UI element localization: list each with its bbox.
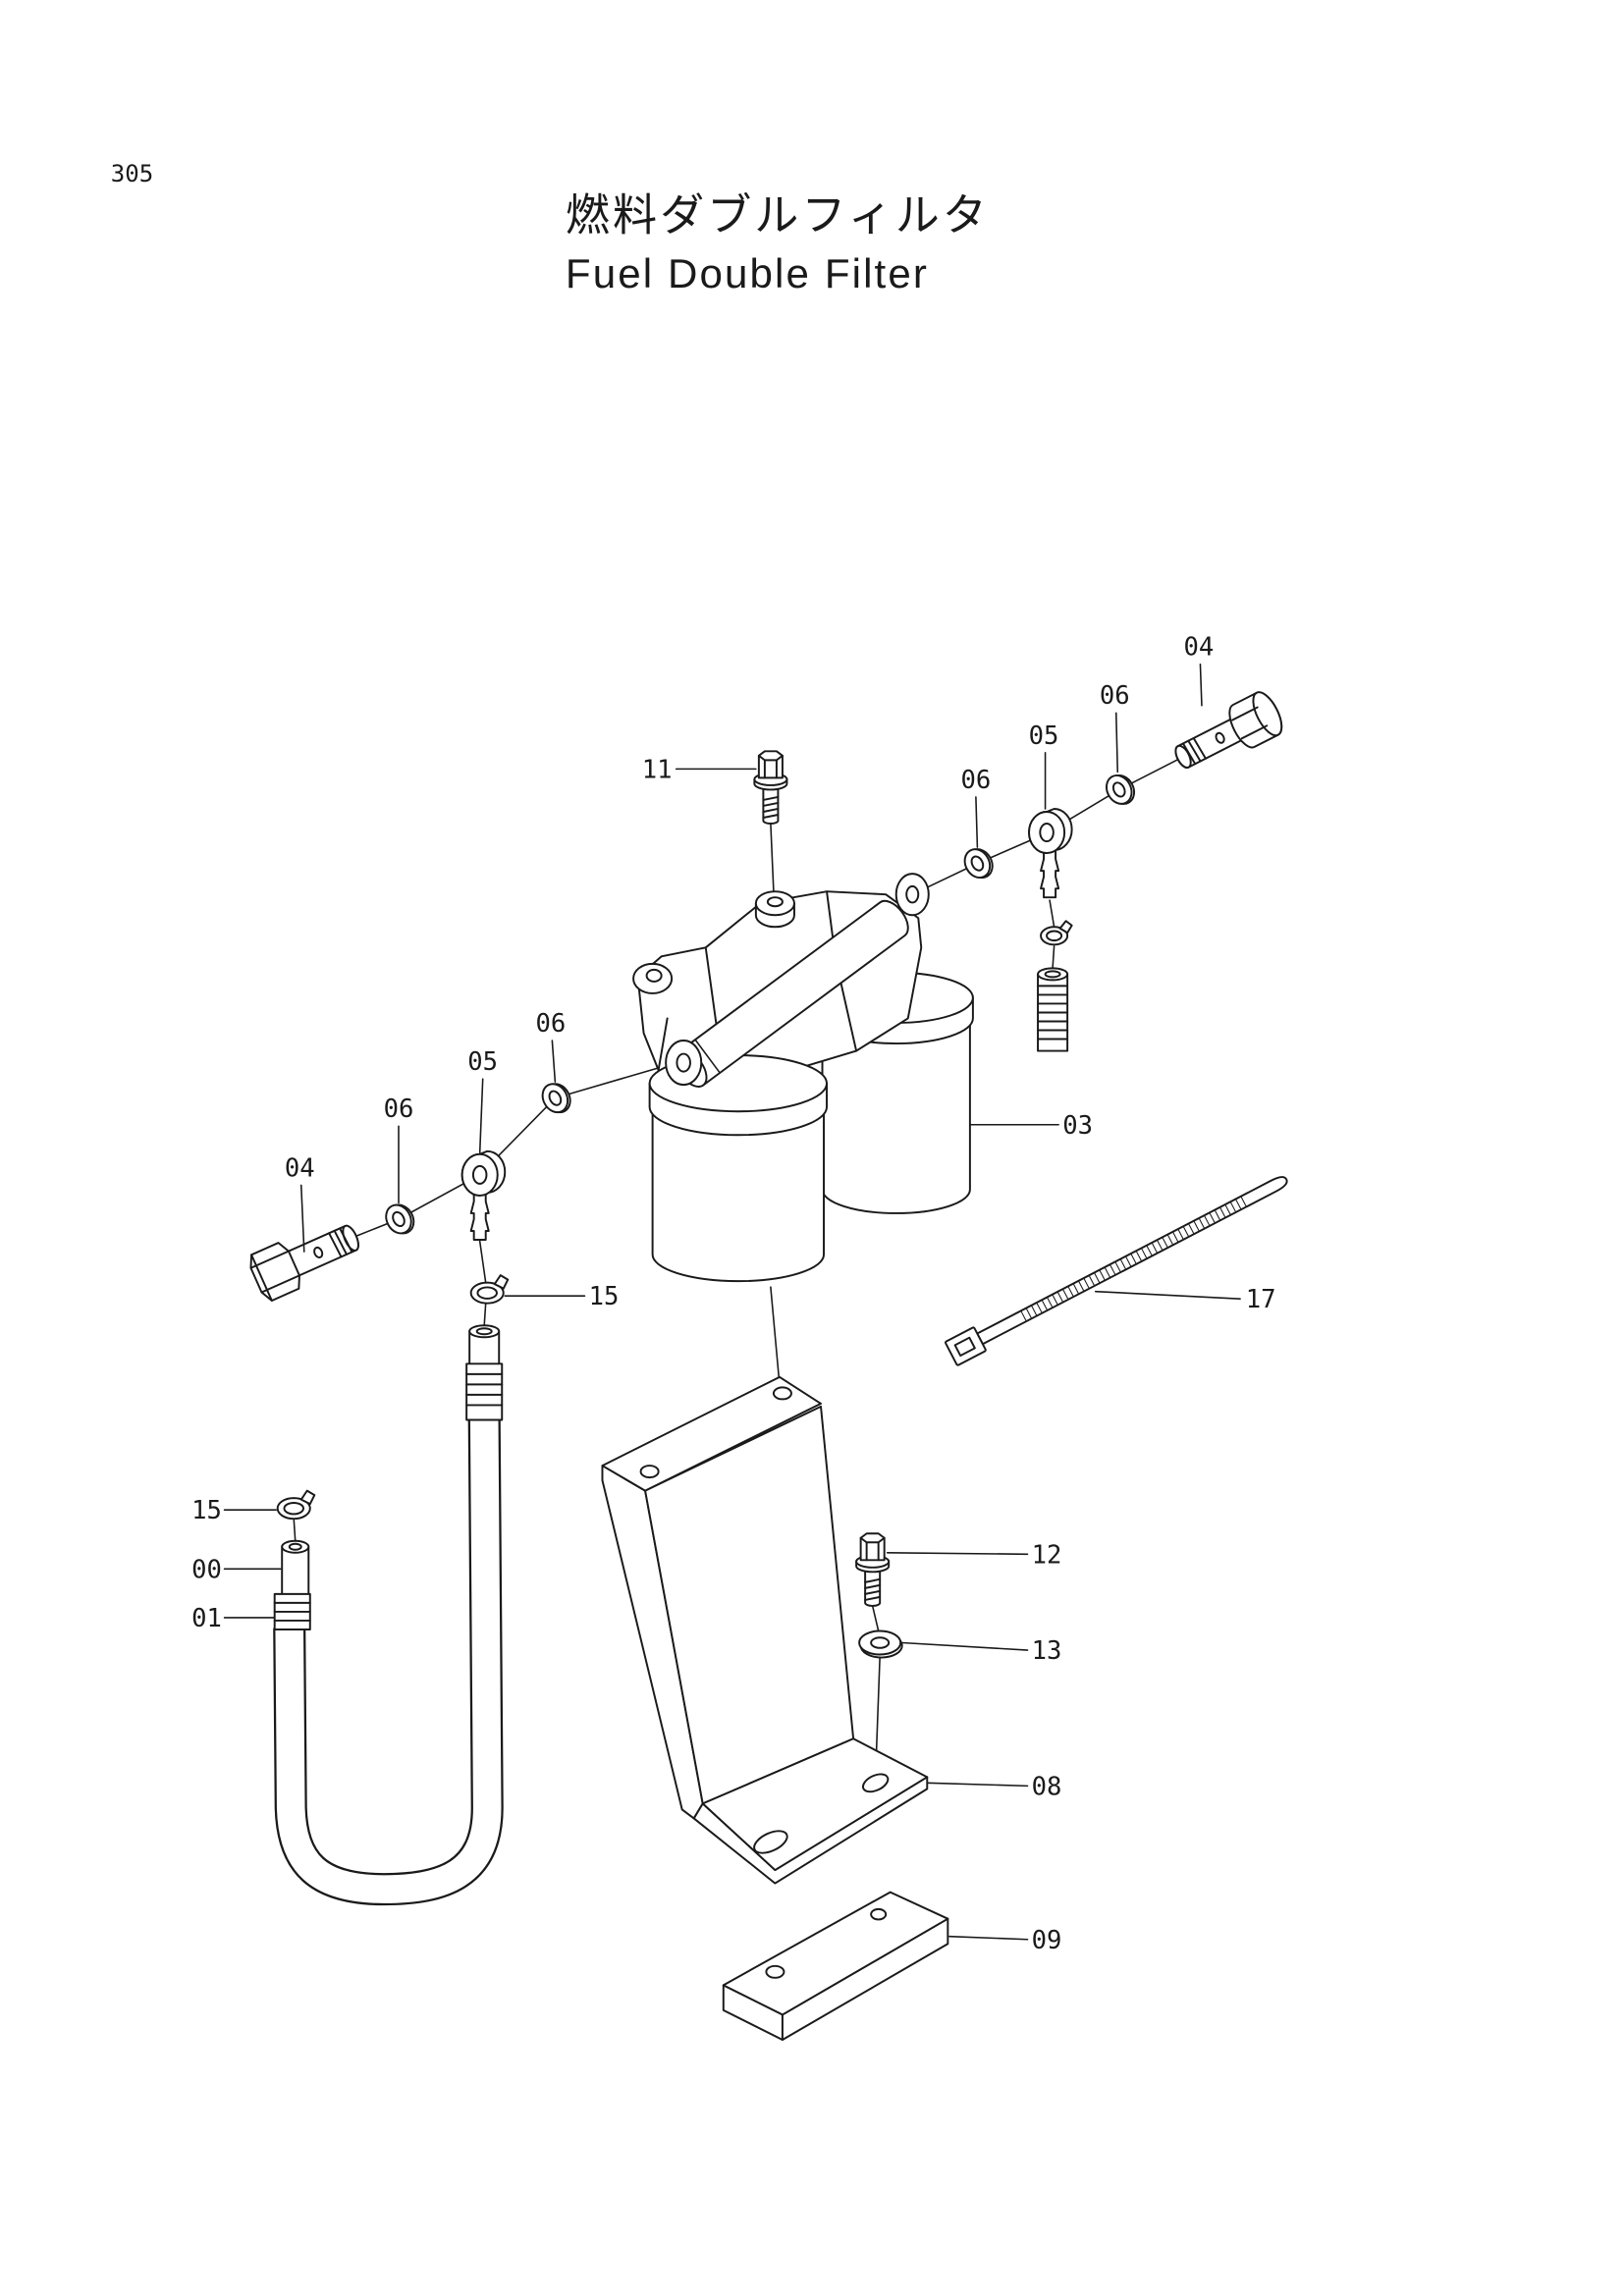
page-number: 305 — [111, 160, 153, 187]
banjo-bolt-upper — [1174, 691, 1283, 769]
washer-upper-outer — [1106, 774, 1136, 805]
hex-flange-bolt-bracket — [855, 1532, 891, 1607]
banjo-fitting-left — [460, 1149, 507, 1242]
callout-label: 06 — [535, 1009, 566, 1039]
callout-label: 05 — [467, 1047, 498, 1077]
exploded-line-clamp-to-hose-left — [483, 1302, 487, 1327]
bracket-slot — [753, 1830, 788, 1854]
bracket-hole — [639, 1465, 660, 1479]
callout-label: 05 — [1029, 721, 1059, 751]
leader-line — [1094, 1290, 1241, 1300]
leader-line — [975, 796, 979, 848]
callout-label: 00 — [191, 1555, 222, 1584]
exploded-line-bolt12-to-washer — [871, 1605, 880, 1632]
hose-clamp-upper — [1040, 920, 1073, 946]
callout-label: 11 — [642, 755, 673, 784]
exploded-line-nipple-to-clamp-upper — [1049, 899, 1056, 929]
leader-line — [1199, 663, 1203, 707]
leader-line — [886, 1551, 1029, 1556]
leader-line — [299, 1184, 305, 1253]
outlet-port-left — [665, 1040, 703, 1087]
washer-left-inner — [541, 1083, 571, 1114]
callout-label: 15 — [191, 1496, 222, 1525]
leader-line — [478, 1078, 484, 1154]
bracket-slot — [862, 1773, 890, 1793]
spacer-plate — [722, 1891, 949, 2041]
callout-label: 09 — [1032, 1926, 1062, 1955]
fuel-hose-assembly — [273, 1324, 504, 1906]
mounting-bracket — [601, 1375, 929, 1885]
callout-label: 13 — [1032, 1636, 1062, 1666]
banjo-fitting-upper — [1028, 807, 1073, 899]
bracket-hole — [772, 1386, 792, 1401]
leader-line — [1114, 712, 1119, 774]
leader-line — [551, 1040, 557, 1083]
washer-upper-inner — [963, 848, 994, 880]
callout-label: 15 — [589, 1282, 620, 1311]
hose-nipple — [281, 1539, 310, 1598]
hex-flange-bolt-head — [753, 750, 788, 825]
hose-section-upper — [1037, 967, 1069, 1052]
hose-clamp-left-lower — [276, 1489, 316, 1521]
exploded-line-filter-to-bracket — [770, 1286, 781, 1386]
cable-tie — [945, 1176, 1288, 1366]
exploded-line-clamp-to-hose-upper — [1052, 945, 1056, 970]
hose-ferrule — [273, 1592, 311, 1630]
exploded-line-clamp-to-nipple-lower — [293, 1518, 297, 1542]
callout-label: 01 — [191, 1604, 222, 1633]
callout-label: 04 — [1184, 633, 1215, 663]
callout-label: 12 — [1032, 1540, 1062, 1570]
bracket-bottom-flange — [701, 1737, 929, 1872]
callout-label: 06 — [1100, 681, 1130, 711]
leader-line — [926, 1782, 1029, 1788]
leader-lines — [223, 663, 1241, 1941]
washer-left-outer — [385, 1203, 415, 1235]
callout-label: 06 — [384, 1095, 414, 1124]
leader-line — [948, 1935, 1029, 1941]
title-japanese: 燃料ダブルフィルタ — [566, 189, 990, 241]
hose-clamp-left-upper — [469, 1274, 510, 1305]
exploded-line-nipple-to-clamp-left — [478, 1240, 487, 1284]
banjo-bolt-left — [249, 1224, 359, 1302]
bracket-top-flange — [601, 1375, 822, 1492]
callout-labels: 04 06 05 06 11 06 05 06 04 03 15 17 15 0… — [191, 633, 1275, 1955]
inlet-port-right — [894, 873, 930, 917]
leader-line — [900, 1641, 1029, 1651]
hose-fitting-right — [465, 1324, 504, 1421]
exploded-line-bolt-to-head — [770, 823, 775, 892]
callout-label: 04 — [285, 1153, 315, 1183]
callout-label: 03 — [1062, 1111, 1093, 1141]
title-english: Fuel Double Filter — [566, 250, 929, 296]
filter-canister-front — [648, 1054, 829, 1283]
callout-label: 06 — [961, 766, 992, 795]
callout-label: 17 — [1246, 1285, 1276, 1314]
mounting-lug-hole — [645, 968, 663, 983]
callout-label: 08 — [1032, 1772, 1062, 1801]
double-filter-assembly — [632, 873, 974, 1283]
washer-bracket — [858, 1629, 903, 1659]
